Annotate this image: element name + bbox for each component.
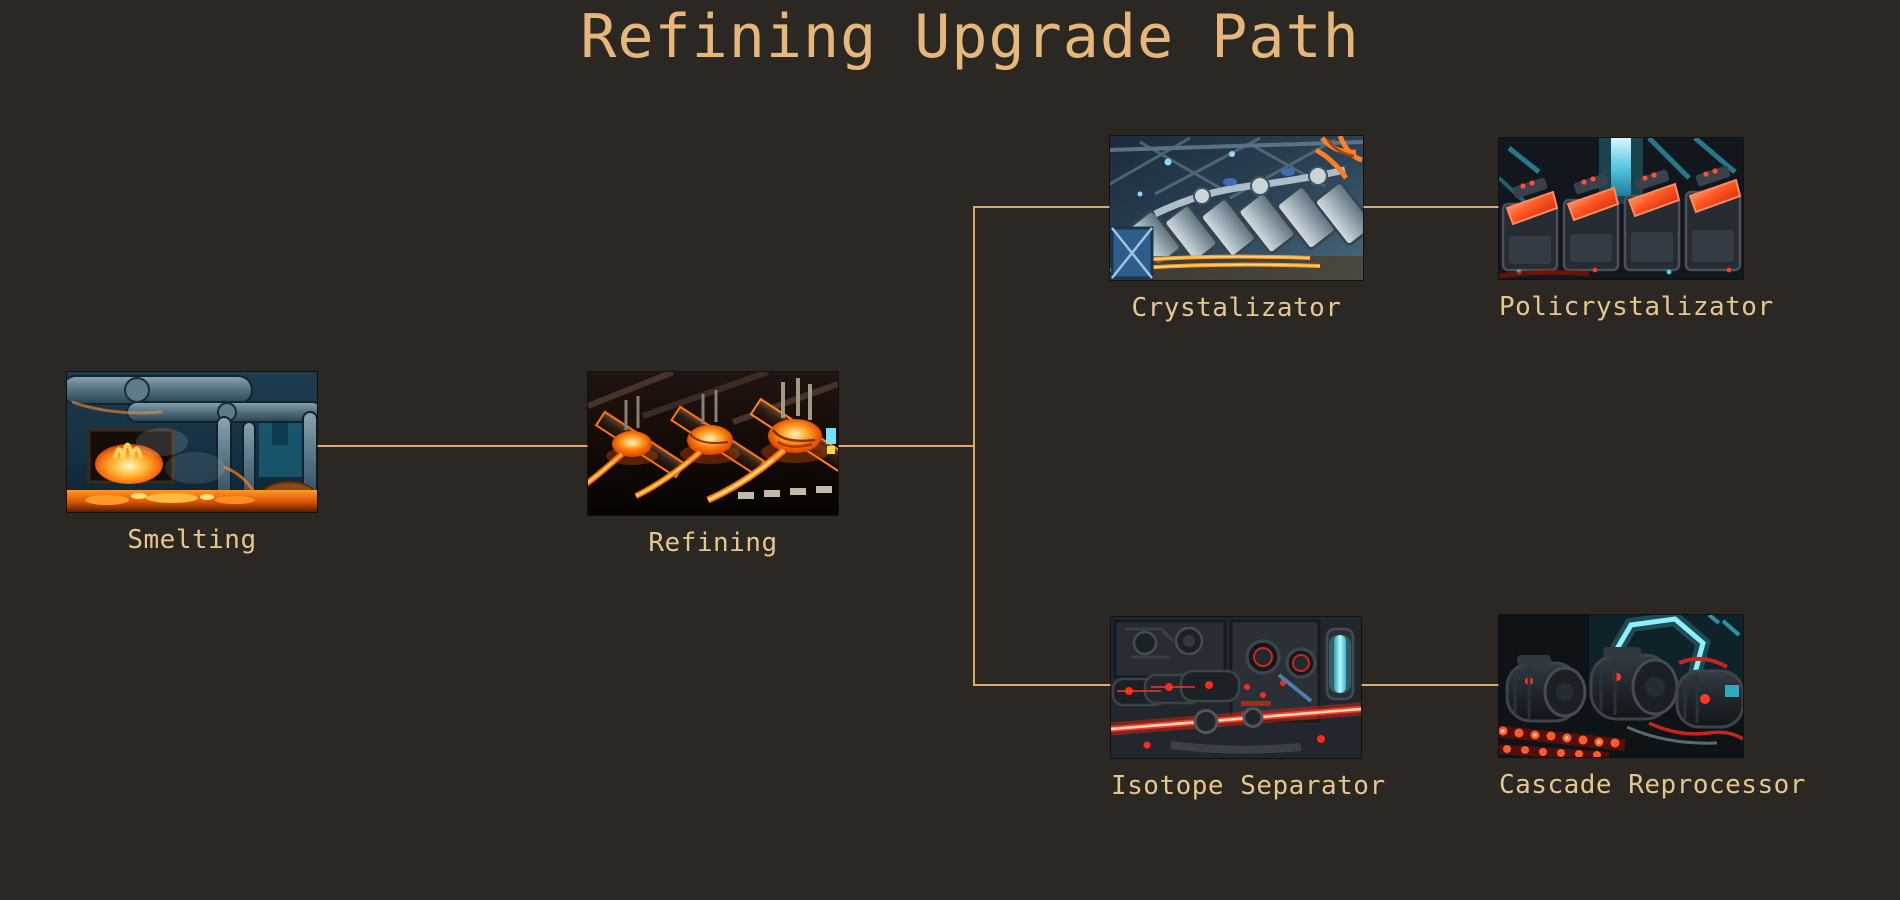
page-title: Refining Upgrade Path (580, 2, 1360, 72)
policrystalizator-image (1499, 138, 1743, 279)
node-isotope-separator[interactable]: Isotope Separator (1111, 617, 1386, 801)
smelting-image (67, 372, 317, 512)
cascade-reprocessor-image (1499, 615, 1743, 757)
node-crystalizator[interactable]: Crystalizator (1110, 136, 1363, 323)
refining-image (588, 372, 838, 515)
connector-isotope-cascade (1361, 684, 1499, 686)
steel-hall-machine-row-image (1110, 136, 1363, 280)
node-label-isotope-separator: Isotope Separator (1111, 771, 1386, 801)
isotope-separator-image (1111, 617, 1361, 758)
molten-crucibles-image (588, 372, 838, 515)
node-policrystalizator[interactable]: Policrystalizator (1499, 138, 1774, 322)
connector-crystalizator-policrystalizator (1363, 206, 1499, 208)
connector-junction-isotope (973, 684, 1111, 686)
red-tray-machines-image (1499, 138, 1743, 279)
connector-smelting-refining (317, 445, 588, 447)
node-smelting[interactable]: Smelting (67, 372, 317, 555)
drum-machines-neon-image (1499, 615, 1743, 757)
node-label-policrystalizator: Policrystalizator (1499, 292, 1774, 322)
crystalizator-image (1110, 136, 1363, 280)
furnace-pipes-fire-image (67, 372, 317, 512)
connector-branch-vertical (973, 206, 975, 686)
node-label-refining: Refining (648, 528, 778, 558)
node-refining[interactable]: Refining (588, 372, 838, 558)
node-cascade-reprocessor[interactable]: Cascade Reprocessor (1499, 615, 1806, 800)
node-label-cascade-reprocessor: Cascade Reprocessor (1499, 770, 1806, 800)
connector-junction-crystalizator (973, 206, 1110, 208)
node-label-crystalizator: Crystalizator (1131, 293, 1342, 323)
node-label-smelting: Smelting (127, 525, 257, 555)
connector-refining-junction (838, 445, 975, 447)
red-laser-machinery-image (1111, 617, 1361, 758)
